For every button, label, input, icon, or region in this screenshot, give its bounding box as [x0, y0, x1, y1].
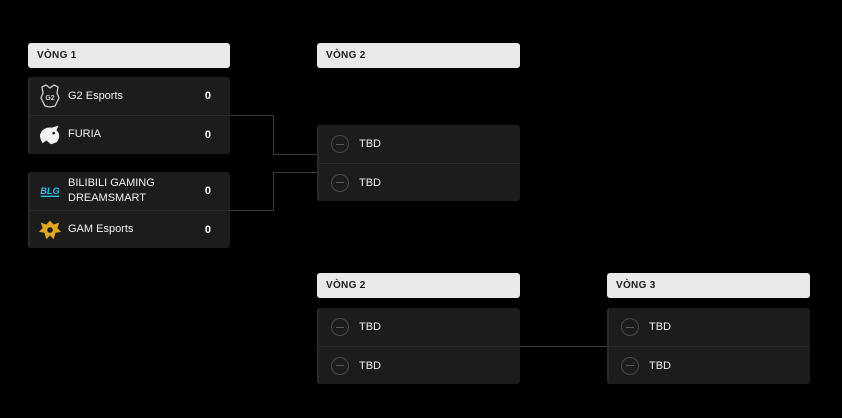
round-2-lower-header: VÒNG 2 [317, 273, 520, 298]
connector-line [520, 346, 608, 347]
team-row[interactable]: TBD [609, 308, 810, 346]
team-name: BILIBILI GAMING DREAMSMART [68, 177, 155, 204]
team-row[interactable]: TBD [319, 163, 520, 201]
svg-text:BLG: BLG [40, 186, 59, 196]
blg-logo-icon: BLG [38, 179, 62, 203]
team-row[interactable]: TBD [319, 125, 520, 163]
placeholder-team-icon [331, 318, 349, 336]
round-2-upper-header: VÒNG 2 [317, 43, 520, 68]
team-score: 0 [204, 90, 211, 102]
placeholder-team-icon [331, 356, 349, 375]
team-row[interactable]: TBD [319, 346, 520, 384]
team-row[interactable]: TBD [609, 346, 810, 384]
placeholder-team-icon [621, 318, 639, 336]
team-name: TBD [649, 321, 671, 333]
team-score: 0 [204, 223, 211, 236]
match-card[interactable]: TBD TBD [317, 125, 520, 201]
team-score: 0 [204, 185, 211, 197]
team-name: G2 Esports [68, 89, 124, 102]
team-name: FURIA [68, 128, 101, 140]
connector-line [273, 154, 317, 155]
gam-logo-icon [38, 218, 62, 242]
placeholder-team-icon [331, 173, 349, 192]
connector-line [230, 210, 274, 211]
team-score: 0 [204, 128, 211, 141]
match-card[interactable]: TBD TBD [317, 308, 520, 384]
team-name: TBD [359, 176, 381, 189]
svg-text:G2: G2 [45, 95, 54, 102]
connector-line [273, 172, 317, 173]
g2-logo-icon: G2 [38, 84, 62, 108]
team-row[interactable]: FURIA 0 [30, 115, 230, 153]
round-3-header: VÒNG 3 [607, 273, 810, 298]
connector-line [273, 115, 274, 155]
team-name: TBD [359, 321, 381, 333]
match-card[interactable]: BLG BILIBILI GAMING DREAMSMART 0 GAM Esp… [28, 172, 230, 248]
team-row[interactable]: BLG BILIBILI GAMING DREAMSMART 0 [30, 172, 230, 210]
connector-line [230, 115, 274, 116]
round-1-header: VÒNG 1 [28, 43, 230, 68]
team-row[interactable]: GAM Esports 0 [30, 210, 230, 248]
team-name: GAM Esports [68, 223, 134, 235]
team-name: TBD [359, 138, 381, 150]
placeholder-team-icon [331, 135, 349, 153]
match-card[interactable]: TBD TBD [607, 308, 810, 384]
furia-logo-icon [38, 123, 62, 147]
team-row[interactable]: TBD [319, 308, 520, 346]
team-name: TBD [359, 359, 381, 372]
match-card[interactable]: G2 G2 Esports 0 FURIA 0 [28, 77, 230, 154]
team-name: TBD [649, 359, 671, 372]
placeholder-team-icon [621, 356, 639, 375]
connector-line [273, 172, 274, 211]
team-row[interactable]: G2 G2 Esports 0 [30, 77, 230, 115]
